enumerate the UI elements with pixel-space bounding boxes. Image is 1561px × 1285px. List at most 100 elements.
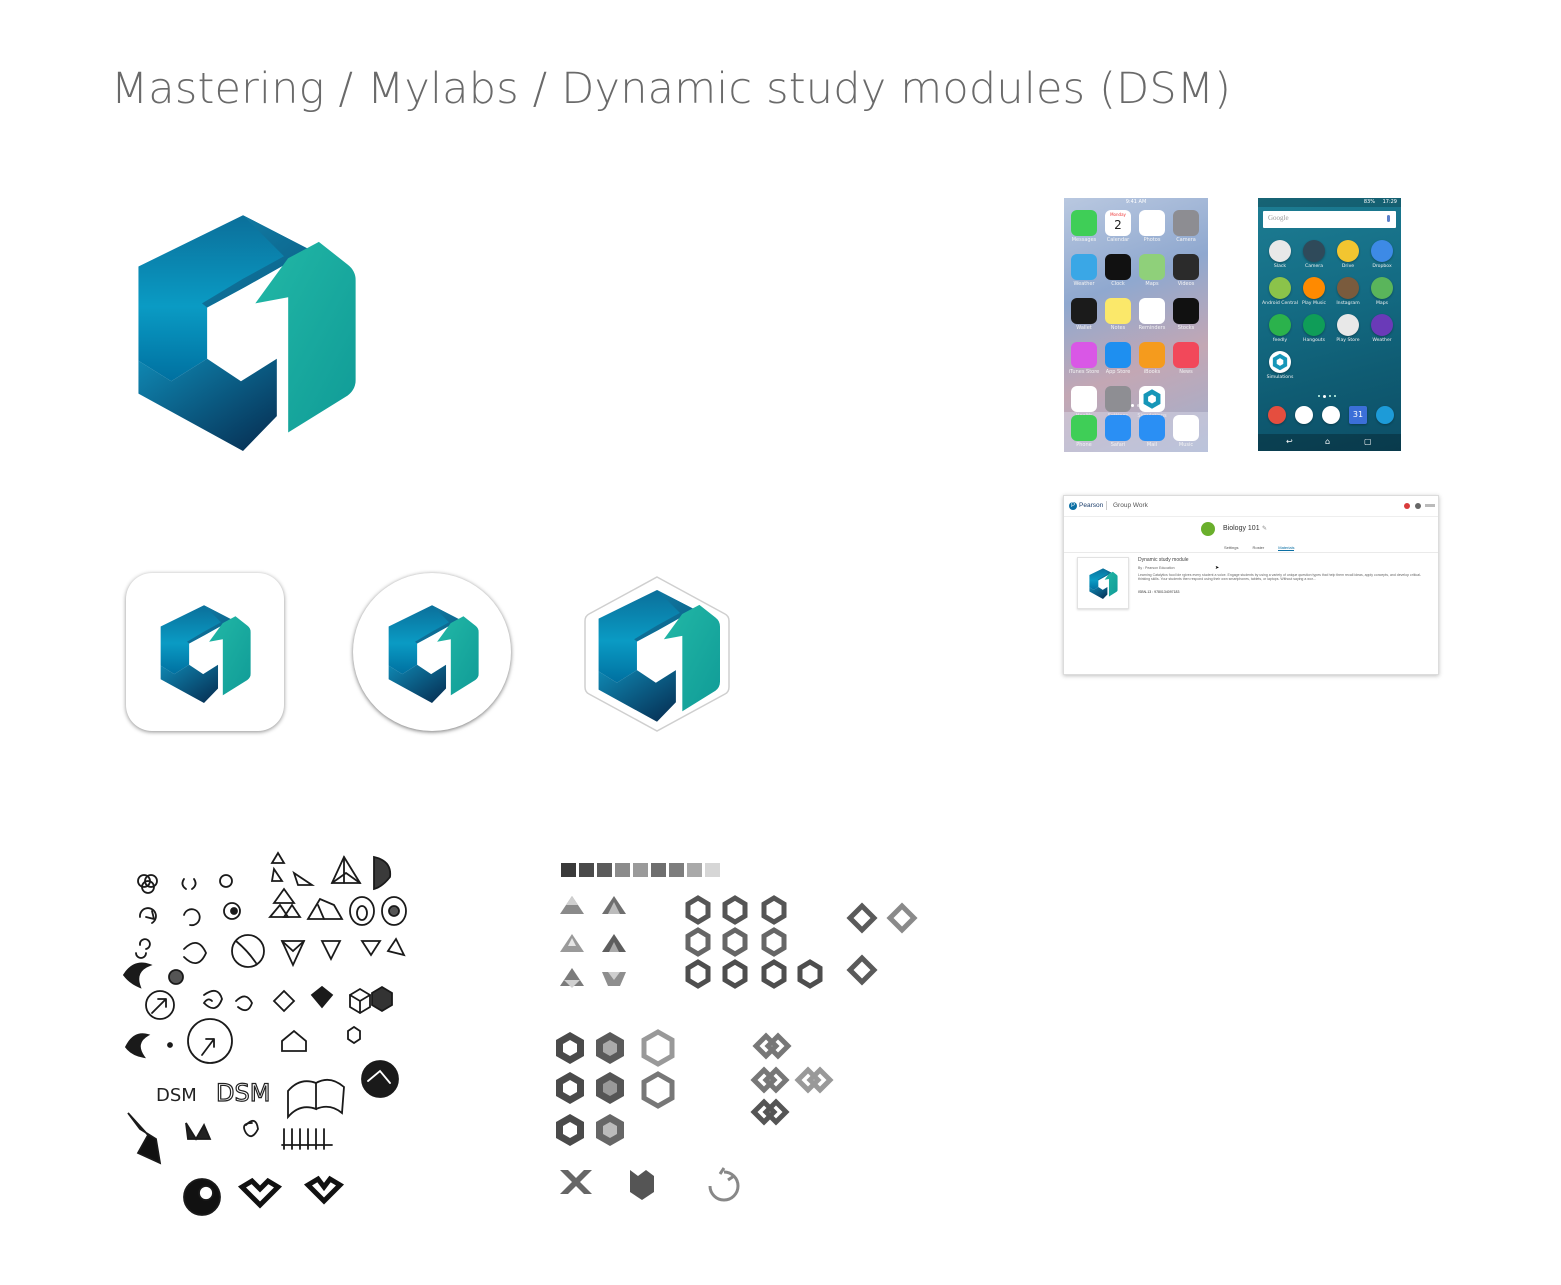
camera-icon [1173,210,1199,236]
app-safari[interactable]: Safari [1104,415,1132,448]
material-description: Learning Catalytics food lde rgives ever… [1138,573,1422,582]
app-slack[interactable]: Slack [1265,240,1295,269]
mic-icon[interactable] [1387,215,1390,222]
app-play-music[interactable]: Play Music [1299,277,1329,306]
app-android-central[interactable]: Android Central [1262,277,1298,306]
course-title: Biology 101 [1223,525,1260,532]
gray-swatch [579,863,594,877]
web-header: P Pearson Group Work [1064,496,1438,517]
app-stocks[interactable]: Stocks [1172,298,1200,331]
app-label: Messages [1071,237,1097,243]
sketch-globe-icon [231,934,265,968]
app-chrome[interactable] [1267,406,1287,424]
calendar-icon: 31 [1349,406,1367,424]
app-label: feedly [1272,338,1288,343]
ios-page-dots [1131,404,1141,407]
recents-icon[interactable]: ▢ [1364,437,1372,446]
gray-swatch [561,863,576,877]
tab-roster[interactable]: Roster [1252,545,1265,550]
help-icon[interactable] [1415,503,1421,509]
material-thumbnail[interactable] [1077,557,1129,609]
maps-icon [1139,254,1165,280]
app-weather[interactable]: Weather [1367,314,1397,343]
drive-icon [1337,240,1359,262]
health-icon [1071,386,1097,412]
app-itunes[interactable]: iTunes Store [1069,342,1099,375]
notification-icon[interactable] [1404,503,1410,509]
app-label: Wallet [1076,325,1092,331]
mail-icon [1139,415,1165,441]
sketch-prism-icon [330,855,362,884]
news-icon [1173,342,1199,368]
app-label: Calendar [1106,237,1130,243]
material-title[interactable]: Dynamic study module [1138,557,1189,563]
sketch-pinwheel-icon [124,1033,151,1059]
sketch-cycle-icon [183,908,201,927]
app-icon-circle [353,573,511,731]
itunes-icon [1071,342,1097,368]
app-label: Music [1178,442,1194,448]
app-play-store[interactable]: Play Store [1333,314,1363,343]
app-label: Play Store [1336,338,1360,343]
chain-link-variants [750,1032,834,1126]
app-simulations[interactable]: Simulations [1265,351,1295,380]
app-camera[interactable]: Camera [1172,210,1200,243]
app-maps[interactable]: Maps [1367,277,1397,306]
diamond-link-variants [846,902,918,986]
dsm-logo-icon [385,601,479,703]
app-photos[interactable]: Photos [1138,210,1166,243]
hangouts-icon [1303,314,1325,336]
app-label: Weather [1073,281,1095,287]
app-instagram[interactable]: Instagram [1333,277,1363,306]
app-ibooks[interactable]: iBooks [1138,342,1166,375]
app-gmail[interactable] [1294,406,1314,424]
app-maps[interactable]: Maps [1138,254,1166,287]
app-label: Safari [1110,442,1126,448]
app-hangouts[interactable]: Hangouts [1299,314,1329,343]
app-dropbox[interactable]: Dropbox [1367,240,1397,269]
weather-icon [1371,314,1393,336]
app-messages[interactable]: Messages [1070,210,1098,243]
app-clock[interactable]: Clock [1104,254,1132,287]
sketch-cube-icon [347,1025,361,1045]
app-news[interactable]: News [1172,342,1200,375]
back-icon[interactable]: ↩ [1286,437,1293,446]
app-feedly[interactable]: feedly [1265,314,1295,343]
app-wallet[interactable]: Wallet [1070,298,1098,331]
tab-settings[interactable]: Settings [1224,545,1239,550]
sketch-swirl-icon [223,902,241,920]
app-music[interactable]: Music [1172,415,1200,448]
app-notes[interactable]: Notes [1104,298,1132,331]
triangle-variants [560,896,626,988]
app-mail[interactable]: Mail [1138,415,1166,448]
google-search-bar[interactable]: Google [1263,211,1396,228]
app-reminders[interactable]: Reminders [1138,298,1166,331]
app-calendar[interactable]: 31 [1348,406,1368,424]
app-label: Hangouts [1302,338,1325,343]
app-appstore[interactable]: App Store [1104,342,1132,375]
app-label: Maps [1375,301,1389,306]
app-label: Videos [1177,281,1195,287]
app-app-drawer[interactable] [1321,406,1341,424]
user-menu[interactable] [1425,504,1435,507]
edit-icon[interactable]: ✎ [1262,526,1268,532]
app-label: Photos [1143,237,1161,243]
sketch-recycle-icon [306,897,344,920]
app-twitter-bird[interactable] [1375,406,1395,424]
sketch-house-icon [281,1029,307,1052]
app-videos[interactable]: Videos [1172,254,1200,287]
music-icon [1173,415,1199,441]
app-camera[interactable]: Camera [1299,240,1329,269]
material-author: By : Pearson Education [1138,566,1175,570]
home-icon[interactable]: ⌂ [1325,437,1331,446]
app-phone[interactable]: Phone [1070,415,1098,448]
sketch-triangles-icon [270,851,315,886]
app-weather[interactable]: Weather [1070,254,1098,287]
tab-materials[interactable]: Materials [1278,545,1295,551]
app-drive[interactable]: Drive [1333,240,1363,269]
twitter-bird-icon [1376,406,1394,424]
maps-icon [1371,277,1393,299]
